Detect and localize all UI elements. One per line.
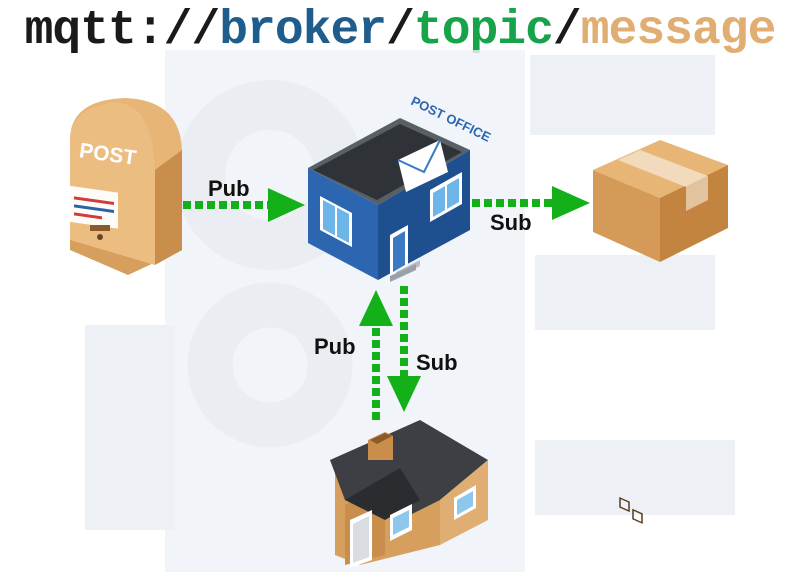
house-icon <box>330 420 488 568</box>
title-broker: broker <box>219 4 387 58</box>
pub-label-mailbox: Pub <box>208 176 250 201</box>
mailbox-icon: POST <box>70 98 182 275</box>
package-icon <box>593 140 728 524</box>
title-message: message <box>580 4 777 58</box>
pub-label-house: Pub <box>314 334 356 359</box>
title-separator-1: / <box>386 4 415 58</box>
title-slashes: // <box>163 4 221 58</box>
title-topic: topic <box>413 4 554 58</box>
page-title: mqtt://broker/topic/message <box>0 2 800 60</box>
title-separator-2: / <box>552 4 582 58</box>
sub-label-house: Sub <box>416 350 458 375</box>
sub-label-package: Sub <box>490 210 532 235</box>
sub-arrow-broker-to-house <box>387 286 421 412</box>
pub-arrow-mailbox-to-broker <box>183 188 305 222</box>
title-scheme: mqtt: <box>24 4 165 58</box>
pub-arrow-house-to-broker <box>359 290 393 420</box>
sub-arrow-broker-to-package <box>472 186 590 220</box>
